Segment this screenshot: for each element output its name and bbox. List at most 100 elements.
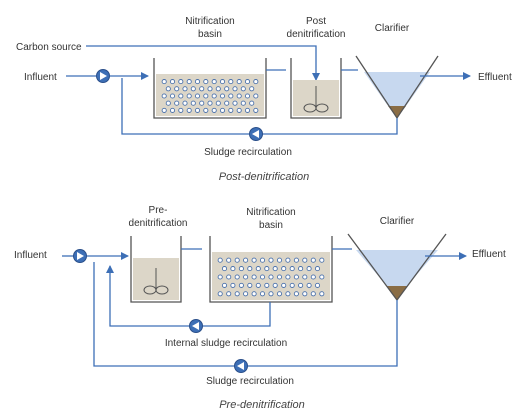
aeration-bubble [178,107,184,113]
bubbles-icon [161,79,259,113]
aeration-bubble [253,79,259,85]
pre-denitrification-tank [130,236,182,303]
aeration-bubble [314,266,321,272]
aeration-bubble [169,93,176,99]
nitrification-basin [153,58,267,119]
clarifier [355,55,439,120]
aeration-bubble [276,291,283,297]
aeration-bubble [268,257,274,263]
mixer-icon [303,86,329,113]
aeration-bubble [310,291,316,297]
aeration-bubble [174,100,180,106]
aeration-bubble [259,274,266,280]
aeration-bubble [243,291,249,297]
aeration-bubble [319,257,325,263]
aeration-bubble [293,274,299,280]
aeration-bubble [249,100,255,106]
aeration-bubble [169,79,176,85]
aeration-bubble [230,266,236,272]
aeration-bubble [228,79,234,85]
aeration-bubble [226,257,232,263]
caption-post-denitrification: Post-denitrification [219,171,310,183]
aeration-bubble [215,100,221,106]
aeration-bubble [272,266,278,272]
aeration-bubble [243,274,249,280]
aeration-bubble [169,107,176,113]
aeration-bubble [203,107,209,113]
aeration-bubble [310,257,316,263]
aeration-bubble [194,79,201,85]
carbon-source-line [86,45,320,81]
aeration-bubble [243,257,249,263]
influent-label: Influent [14,250,47,261]
aeration-bubble [236,79,242,85]
aeration-bubble [224,100,230,106]
aeration-bubble [211,107,217,113]
clarifier-label: Clarifier [375,23,410,34]
aeration-bubble [219,79,226,85]
aeration-bubble [293,257,299,263]
aeration-bubble [161,93,167,99]
aeration-bubble [234,291,240,297]
aeration-bubble [207,86,213,92]
aeration-bubble [244,79,251,85]
aeration-bubble [224,86,230,92]
nitrification-basin [209,236,333,303]
influent-label: Influent [24,72,57,83]
aeration-bubble [226,274,232,280]
aeration-bubble [253,93,259,99]
aeration-bubble [259,257,266,263]
aeration-bubble [302,274,308,280]
aeration-bubble [186,79,192,85]
aeration-bubble [234,274,240,280]
aeration-bubble [289,266,295,272]
aeration-bubble [276,257,283,263]
aeration-bubble [310,274,316,280]
aeration-bubble [199,100,205,106]
aeration-bubble [264,282,270,288]
aeration-bubble [182,86,188,92]
effluent-label: Effluent [472,249,506,260]
aeration-bubble [285,274,291,280]
aeration-bubble [221,266,228,272]
aeration-bubble [244,107,251,113]
aeration-bubble [186,93,192,99]
pump-icon [73,249,87,263]
caption-pre-denitrification: Pre-denitrification [219,399,305,411]
aeration-bubble [276,274,283,280]
aeration-bubble [174,86,180,92]
aeration-bubble [306,266,312,272]
aeration-bubble [238,266,244,272]
aeration-bubble [285,291,291,297]
aeration-bubble [207,100,213,106]
aeration-bubble [203,93,209,99]
aeration-bubble [319,274,325,280]
aeration-bubble [306,282,312,288]
aeration-bubble [268,274,274,280]
aeration-bubble [226,291,232,297]
aeration-bubble [182,100,188,106]
aeration-bubble [230,282,236,288]
aeration-bubble [178,79,184,85]
aeration-bubble [234,257,240,263]
aeration-bubble [211,79,217,85]
pump-icon [234,359,248,373]
aeration-bubble [178,93,184,99]
aeration-bubble [247,266,253,272]
aeration-bubble [236,107,242,113]
aeration-bubble [272,282,278,288]
aeration-bubble [247,282,253,288]
aeration-bubble [264,266,270,272]
aeration-bubble [268,291,274,297]
aeration-bubble [255,266,261,272]
aeration-bubble [194,107,201,113]
aeration-bubble [215,86,221,92]
aeration-bubble [165,100,171,106]
aeration-bubble [238,282,244,288]
aeration-bubble [298,266,304,272]
